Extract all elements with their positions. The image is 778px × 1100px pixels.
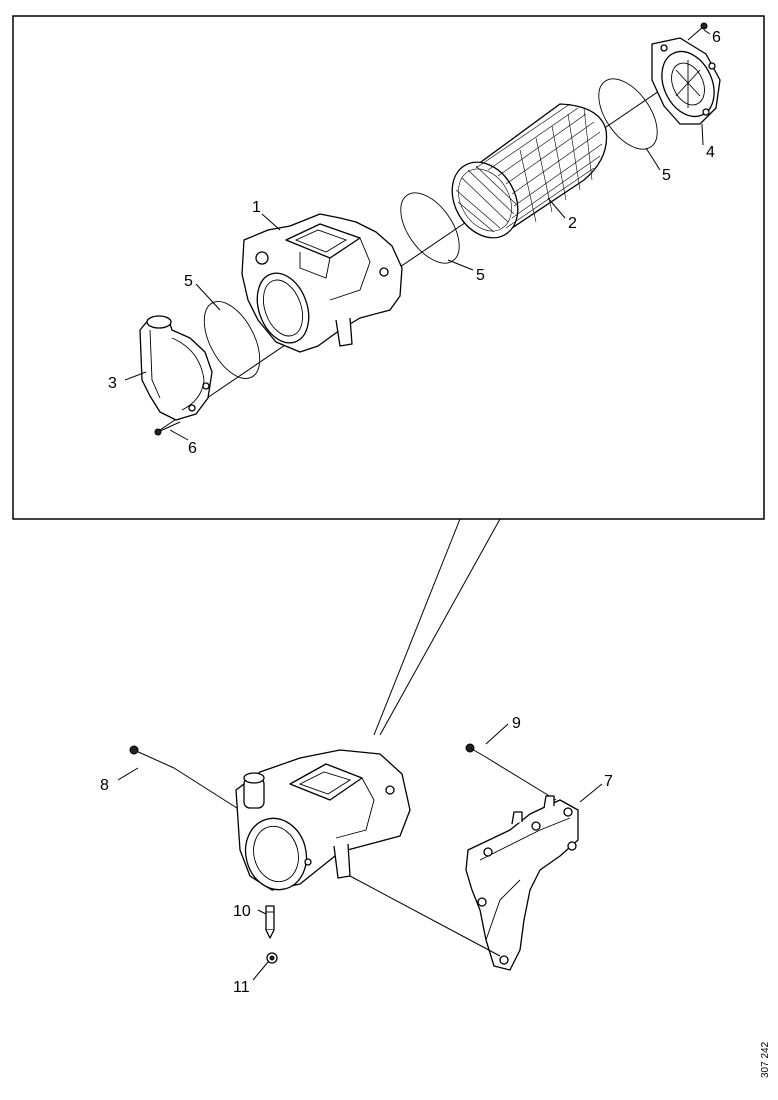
leader-lines-upper bbox=[124, 29, 711, 441]
o-ring-right bbox=[598, 78, 658, 150]
callout-9: 9 bbox=[512, 715, 521, 732]
o-ring-middle bbox=[400, 192, 460, 264]
callout-5-right: 5 bbox=[662, 167, 671, 184]
mounting-bracket-part bbox=[465, 795, 579, 971]
bracket-bolt-part bbox=[465, 743, 557, 801]
filter-element-part bbox=[451, 103, 608, 239]
nut-part bbox=[266, 952, 278, 964]
inlet-cover-part bbox=[139, 315, 213, 421]
end-cover-part bbox=[651, 37, 721, 125]
callout-8: 8 bbox=[100, 777, 109, 794]
filter-housing-part bbox=[241, 213, 403, 353]
callout-4: 4 bbox=[706, 144, 715, 161]
callout-5-middle: 5 bbox=[476, 267, 485, 284]
callout-3: 3 bbox=[108, 375, 117, 392]
assembled-housing bbox=[235, 749, 411, 891]
assembly-line-lower bbox=[349, 875, 501, 957]
callout-1: 1 bbox=[252, 199, 261, 216]
callout-2: 2 bbox=[568, 215, 577, 232]
o-ring-left bbox=[203, 301, 261, 379]
zoom-pointer bbox=[373, 518, 501, 736]
leader-lines-lower bbox=[117, 723, 603, 981]
callout-10: 10 bbox=[233, 903, 251, 920]
callout-11: 11 bbox=[233, 979, 250, 996]
bolt-part-upper bbox=[687, 22, 708, 41]
callout-5-left: 5 bbox=[184, 273, 193, 290]
bolt-part-lower bbox=[154, 421, 181, 436]
callout-7: 7 bbox=[604, 773, 613, 790]
callout-6-upper: 6 bbox=[712, 29, 721, 46]
long-bolt-part bbox=[129, 745, 241, 811]
callout-6-lower: 6 bbox=[188, 440, 197, 457]
reference-code: 307 242 bbox=[760, 1041, 771, 1078]
stud-part bbox=[265, 905, 275, 939]
